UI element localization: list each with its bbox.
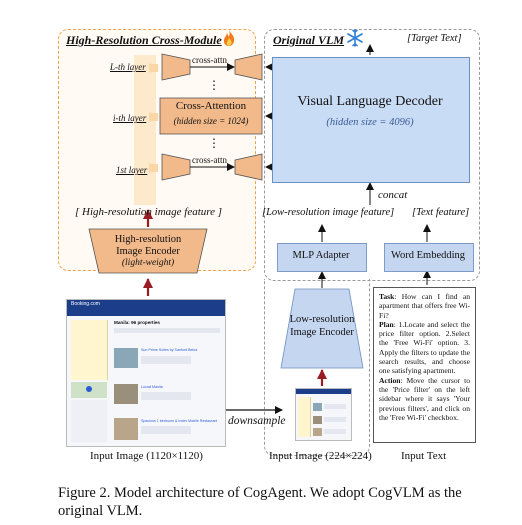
high-res-encoder-title-1: High-resolution <box>114 234 182 245</box>
cross-attn-label-bottom: cross-attn <box>192 155 227 165</box>
cross-attn-label-top: cross-attn <box>192 55 227 65</box>
cross-attention-hidden-size: (hidden size = 1024) <box>173 116 249 126</box>
mlp-adapter-label: MLP Adapter <box>292 250 350 261</box>
input-text-label: Input Text <box>401 450 447 462</box>
text-feature-label: [Text feature] <box>412 207 470 218</box>
high-res-encoder-title-2: Image Encoder <box>116 246 180 257</box>
screenshot-hotel-3: Spacious 1 bedroom & Index Mobile Restau… <box>141 419 217 423</box>
screenshot-site-name: Booking.com <box>71 301 100 307</box>
original-vlm-title: Original VLM <box>273 33 345 47</box>
small-screenshot-row-1 <box>324 404 346 409</box>
screenshot-result-heading: Manila: 96 properties <box>114 320 160 325</box>
screenshot-location-pin <box>86 386 92 392</box>
screenshot-header <box>67 300 225 309</box>
original-vlm-panel <box>264 29 480 281</box>
concat-label: concat <box>378 189 408 201</box>
action-label: Action <box>379 375 401 385</box>
lth-layer-cross-attn <box>161 53 263 81</box>
small-screenshot-photo-1 <box>313 403 322 411</box>
small-screenshot-sidebar <box>298 397 311 437</box>
small-screenshot-header <box>296 389 351 394</box>
small-screenshot-photo-2 <box>313 416 322 424</box>
dots-lower: ⋮ <box>208 136 220 150</box>
cross-attention-title: Cross-Attention <box>175 100 247 112</box>
screenshot-hotel-photo-3 <box>114 418 138 440</box>
screenshot-hotel-photo-1 <box>114 348 138 368</box>
task-text: : How can I find an apartment that offer… <box>379 292 470 320</box>
visual-language-decoder <box>272 57 470 183</box>
screenshot-hotel-1: Sun Prime Suites by Sanford Beboi <box>141 348 198 352</box>
small-screenshot-photo-3 <box>313 428 322 436</box>
layer-label-lth: L-th layer <box>110 62 146 72</box>
figure-caption: Figure 2. Model architecture of CogAgent… <box>58 485 462 519</box>
input-text-box: Task: How can I find an apartment that o… <box>373 287 476 443</box>
screenshot-hotel-2-details <box>141 392 191 400</box>
high-res-feature-label: [ High-resolution image feature ] <box>75 206 223 218</box>
fire-icon <box>222 29 236 52</box>
dots-upper: ⋮ <box>208 78 220 92</box>
ith-layer-cross-attention <box>159 97 263 135</box>
high-res-encoder-shape <box>88 228 208 274</box>
small-screenshot-row-2 <box>324 417 346 422</box>
vlm-flow-arrows <box>318 44 431 288</box>
screenshot-hotel-photo-2 <box>114 384 138 404</box>
small-screenshot-row-3 <box>324 429 346 434</box>
first-layer-cross-attn <box>161 153 263 181</box>
screenshot-hotel-2: Lucrat Manila <box>141 385 163 389</box>
layer-label-ith: i-th layer <box>113 113 147 123</box>
plan-label: Plan <box>379 319 394 329</box>
task-label: Task <box>379 292 395 301</box>
input-screenshot-small <box>295 388 352 441</box>
feature-feed-arrows <box>149 63 159 173</box>
screenshot-toolbar <box>114 328 220 333</box>
word-embedding-label: Word Embedding <box>390 250 466 261</box>
low-res-encoder-title-2: Image Encoder <box>290 327 354 338</box>
original-vlm-lower-panel <box>264 279 370 456</box>
layer-label-first: 1st layer <box>116 165 148 175</box>
input-screenshot-large: Booking.com Manila: 96 properties Sun Pr… <box>66 299 226 447</box>
target-text-label: [Target Text] <box>407 33 462 44</box>
screenshot-sidebar <box>71 320 108 380</box>
word-embedding-box <box>384 243 474 272</box>
downsample-label: downsample <box>228 415 286 427</box>
decoder-title: Visual Language Decoder <box>297 94 443 109</box>
screenshot-hotel-1-details <box>141 356 191 364</box>
high-res-module-title: High-Resolution Cross-Module <box>66 33 222 47</box>
low-res-encoder-shape <box>280 288 364 369</box>
snowflake-icon <box>346 29 364 52</box>
decoder-hidden-size: (hidden size = 4096) <box>326 117 414 128</box>
input-image-large-label: Input Image (1120×1120) <box>90 450 203 462</box>
screenshot-nav <box>67 309 225 316</box>
low-res-encoder-title-1: Low-resolution <box>289 314 355 325</box>
mlp-adapter-box <box>277 243 367 272</box>
plan-text: : 1.Locate and select the price filter o… <box>379 319 470 376</box>
screenshot-hotel-3-details <box>141 426 191 434</box>
screenshot-filter-list <box>71 400 107 442</box>
input-image-small-label: Input Image (224×224) <box>269 450 372 462</box>
red-input-arrows <box>143 209 327 386</box>
high-res-encoder-sub: (light-weight) <box>121 258 175 268</box>
action-text: : Move the cursor to the 'Price filter' … <box>379 375 470 422</box>
low-res-feature-label: [Low-resolution image feature] <box>262 207 395 218</box>
